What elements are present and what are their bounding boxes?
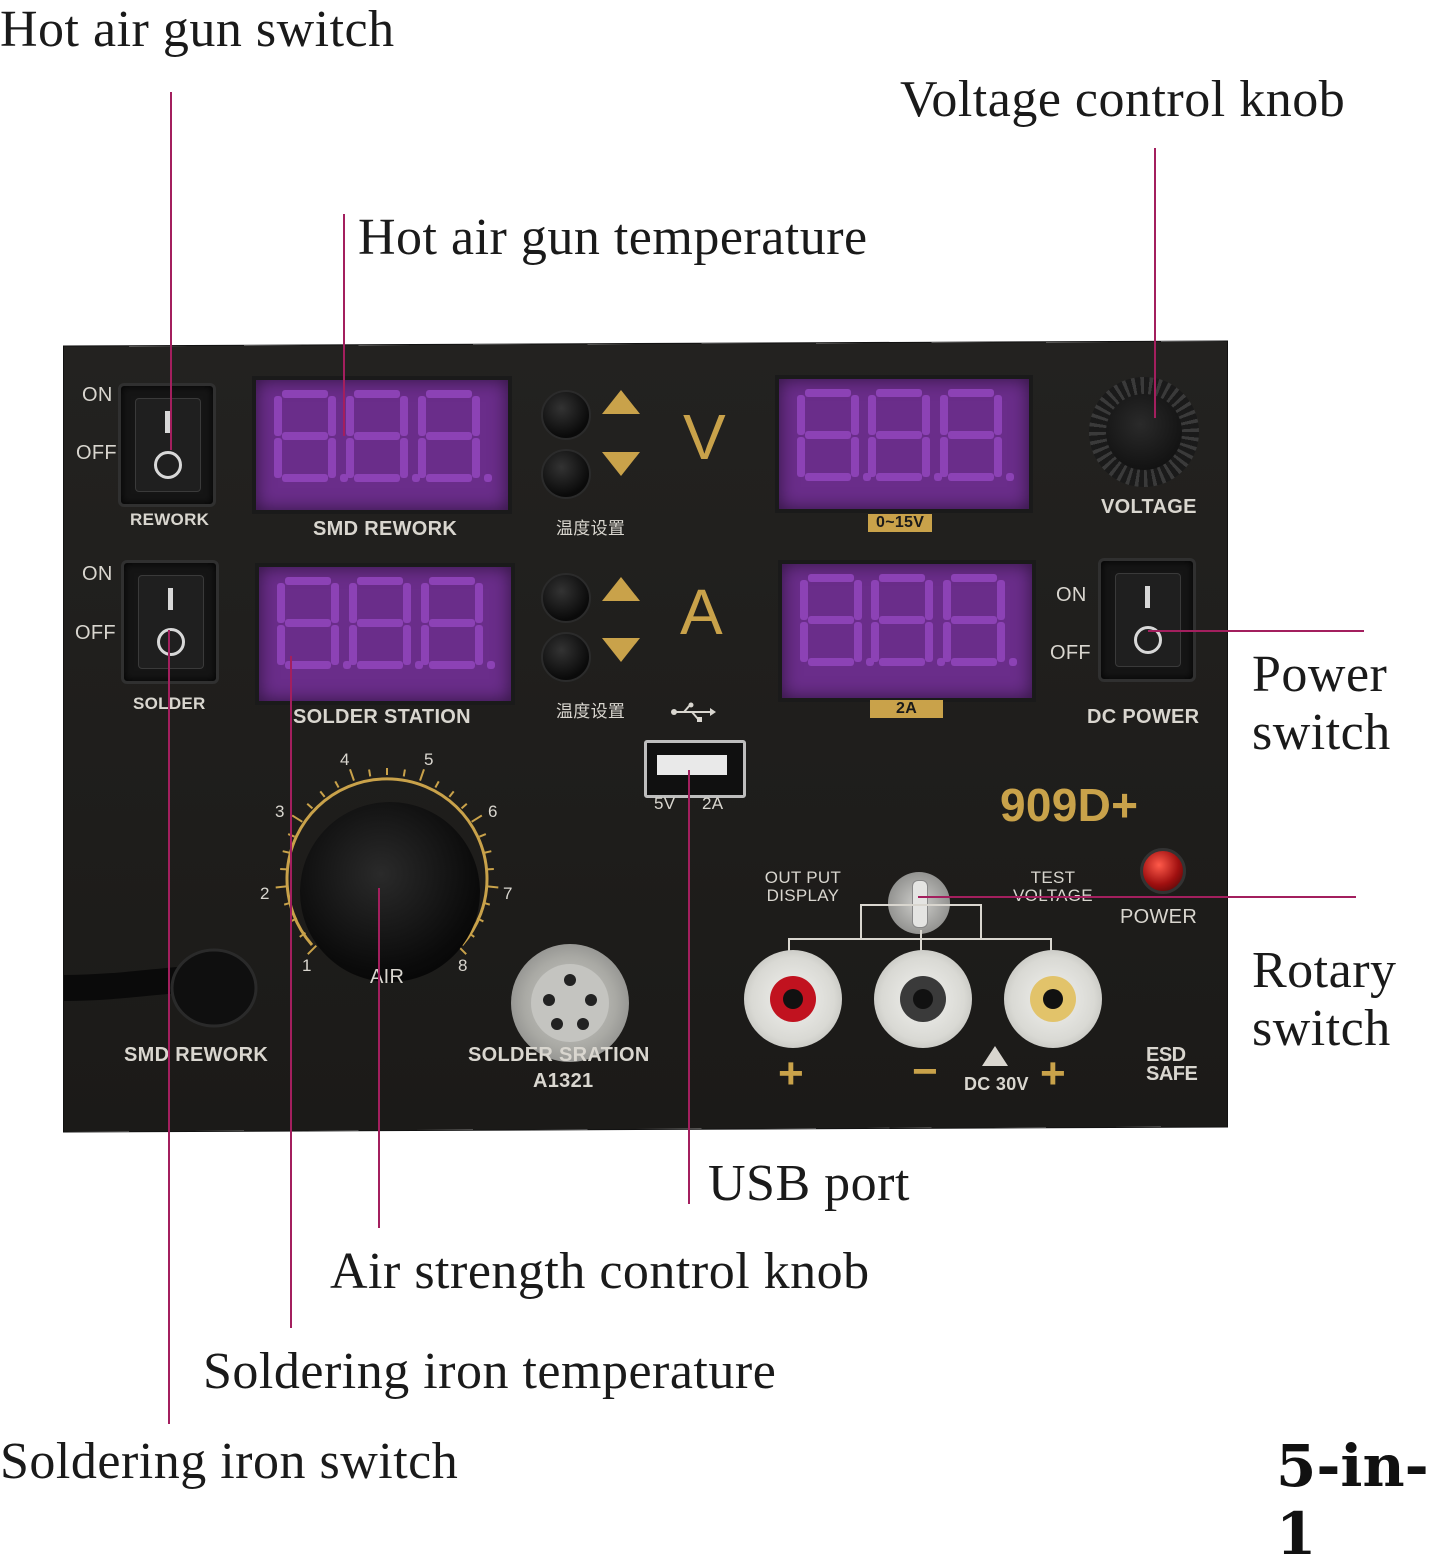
dc-on-label: ON [1056, 584, 1087, 607]
negative-output-terminal[interactable] [874, 950, 972, 1048]
plus-sign-icon: + [778, 1052, 804, 1096]
callout-soldering-iron-temperature: Soldering iron temperature [203, 1346, 776, 1398]
soldering-iron-temperature-display [255, 563, 515, 705]
solder-temp-down-button[interactable] [541, 632, 591, 682]
solder-on-label: ON [82, 563, 113, 586]
solder-off-label: OFF [75, 622, 116, 645]
arrow-up-icon [602, 390, 640, 414]
soldering-iron-switch[interactable] [121, 560, 219, 684]
hot-air-gun-switch[interactable] [118, 383, 216, 507]
air-scale-3: 3 [275, 802, 285, 822]
air-scale-5: 5 [424, 750, 434, 770]
callout-power-switch: Power switch [1252, 646, 1442, 762]
esd-safe-logo: ESD SAFE [1146, 1046, 1206, 1084]
callout-hot-air-gun-switch: Hot air gun switch [0, 4, 395, 56]
rework-temp-down-button[interactable] [541, 449, 591, 499]
dc-voltage-label: DC 30V [964, 1074, 1029, 1095]
hot-air-gun-temperature-display [252, 376, 512, 514]
seven-segment-digit [421, 577, 483, 669]
five-in-one-badge: 5-in-1 [1276, 1432, 1455, 1568]
solder-temp-setting-label: 温度设置 [556, 697, 625, 722]
solder-port-model: A1321 [533, 1070, 593, 1093]
callout-voltage-control-knob: Voltage control knob [900, 74, 1345, 126]
rework-temp-up-button[interactable] [541, 390, 591, 440]
arrow-down-icon [602, 638, 640, 662]
callout-rotary-switch: Rotary switch [1252, 942, 1442, 1058]
leader-air-strength-control-knob [378, 888, 380, 1228]
arrow-up-icon [602, 577, 640, 601]
usb-port[interactable] [644, 740, 746, 798]
leader-soldering-iron-temperature [290, 656, 292, 1328]
leader-hot-air-gun-switch [170, 92, 172, 450]
current-limit-label: 2A [870, 700, 943, 718]
rotary-switch[interactable] [888, 872, 950, 934]
volt-indicator: V [683, 400, 726, 474]
callout-soldering-iron-switch: Soldering iron switch [0, 1436, 458, 1488]
callout-hot-air-gun-temperature: Hot air gun temperature [358, 212, 868, 264]
solder-station-display-label: SOLDER STATION [293, 706, 471, 729]
power-led-label: POWER [1120, 906, 1197, 929]
positive-output-terminal[interactable] [744, 950, 842, 1048]
air-scale-8: 8 [458, 956, 468, 976]
model-name: 909D+ [1000, 778, 1138, 832]
leader-rotary-switch [918, 896, 1356, 898]
amp-indicator: A [680, 575, 723, 649]
seven-segment-digit [797, 389, 859, 481]
seven-segment-digit [943, 574, 1005, 666]
solder-port-label: SOLDER SRATION [468, 1044, 650, 1067]
smd-rework-port-label: SMD REWORK [124, 1044, 268, 1067]
callout-air-strength-control-knob: Air strength control knob [330, 1246, 870, 1298]
voltage-control-knob[interactable] [1089, 377, 1199, 487]
air-label: AIR [370, 966, 404, 989]
minus-sign-icon: − [912, 1050, 938, 1094]
air-scale-7: 7 [503, 884, 513, 904]
leader-soldering-iron-switch [168, 630, 170, 1424]
leader-hot-air-gun-temperature [343, 214, 345, 436]
seven-segment-digit [274, 390, 336, 482]
plus-sign-icon: + [1040, 1052, 1066, 1096]
leader-voltage-control-knob [1154, 148, 1156, 418]
dc-power-label: DC POWER [1087, 706, 1199, 729]
voltage-display [775, 375, 1033, 513]
output-display-label: OUT PUT DISPLAY [758, 869, 848, 905]
seven-segment-digit [940, 389, 1002, 481]
air-strength-control-knob[interactable] [300, 802, 480, 982]
hot-air-cable [64, 948, 264, 1028]
rework-temp-setting-label: 温度设置 [556, 514, 625, 539]
voltage-range-label: 0~15V [868, 514, 932, 532]
rework-on-label: ON [82, 384, 113, 407]
seven-segment-digit [346, 390, 408, 482]
smd-rework-display-label: SMD REWORK [313, 518, 457, 541]
warning-triangle-icon [982, 1046, 1008, 1066]
air-scale-6: 6 [488, 802, 498, 822]
leader-power-switch [1148, 630, 1364, 632]
solder-temp-up-button[interactable] [541, 573, 591, 623]
air-scale-1: 1 [302, 956, 312, 976]
dc-power-switch[interactable] [1098, 558, 1196, 682]
callout-usb-port: USB port [708, 1158, 910, 1210]
test-voltage-label: TEST VOLTAGE [1008, 869, 1098, 905]
usb-icon [670, 700, 716, 724]
rework-switch-label: REWORK [130, 510, 209, 530]
seven-segment-digit [800, 574, 862, 666]
seven-segment-digit [277, 577, 339, 669]
air-scale-4: 4 [340, 750, 350, 770]
seven-segment-digit [349, 577, 411, 669]
usb-voltage-label: 5V [654, 794, 675, 814]
seven-segment-digit [871, 574, 933, 666]
leader-usb-port [688, 770, 690, 1204]
usb-current-label: 2A [702, 794, 723, 814]
seven-segment-digit [868, 389, 930, 481]
current-display [778, 560, 1036, 702]
arrow-down-icon [602, 452, 640, 476]
voltage-knob-label: VOLTAGE [1101, 496, 1197, 519]
power-indicator-led [1140, 848, 1186, 894]
dc-off-label: OFF [1050, 642, 1091, 665]
air-scale-2: 2 [260, 884, 270, 904]
rework-off-label: OFF [76, 442, 117, 465]
seven-segment-digit [418, 390, 480, 482]
test-voltage-terminal[interactable] [1004, 950, 1102, 1048]
